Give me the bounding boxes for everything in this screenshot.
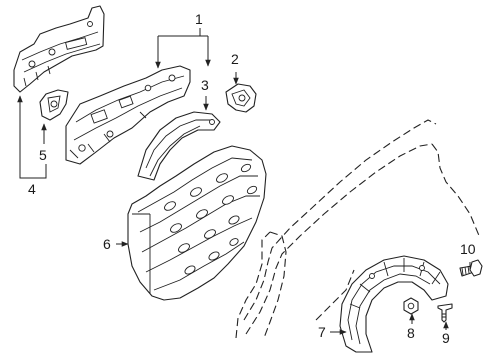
callout-6: 6 — [103, 236, 111, 252]
callout-2: 2 — [231, 51, 239, 67]
callout-5: 5 — [39, 147, 47, 163]
part-4-wheelhouse-inner-panel[interactable] — [13, 5, 105, 93]
callout-7: 7 — [318, 324, 326, 340]
part-3-wheel-arch-extension[interactable] — [137, 111, 221, 181]
callout-3: 3 — [201, 77, 209, 93]
leader-lines — [17, 28, 471, 335]
part-8-nut[interactable] — [403, 297, 419, 315]
callout-labels: 1 2 3 4 5 6 7 8 9 10 — [28, 11, 476, 346]
part-1-quarter-inner-panel[interactable] — [65, 65, 191, 165]
callout-8: 8 — [407, 325, 415, 341]
callout-4: 4 — [28, 181, 36, 197]
part-5-bracket[interactable] — [39, 89, 69, 121]
quarter-panel-outline — [235, 119, 481, 339]
part-9-clip[interactable] — [437, 303, 453, 323]
callout-1: 1 — [195, 11, 203, 27]
callout-9: 9 — [442, 330, 450, 346]
part-2-corner-bracket[interactable] — [225, 83, 257, 113]
part-6-inner-wheelhouse[interactable] — [127, 145, 267, 301]
callout-10: 10 — [460, 241, 476, 257]
part-7-wheel-liner[interactable] — [339, 255, 449, 353]
part-10-bolt[interactable] — [459, 259, 483, 277]
